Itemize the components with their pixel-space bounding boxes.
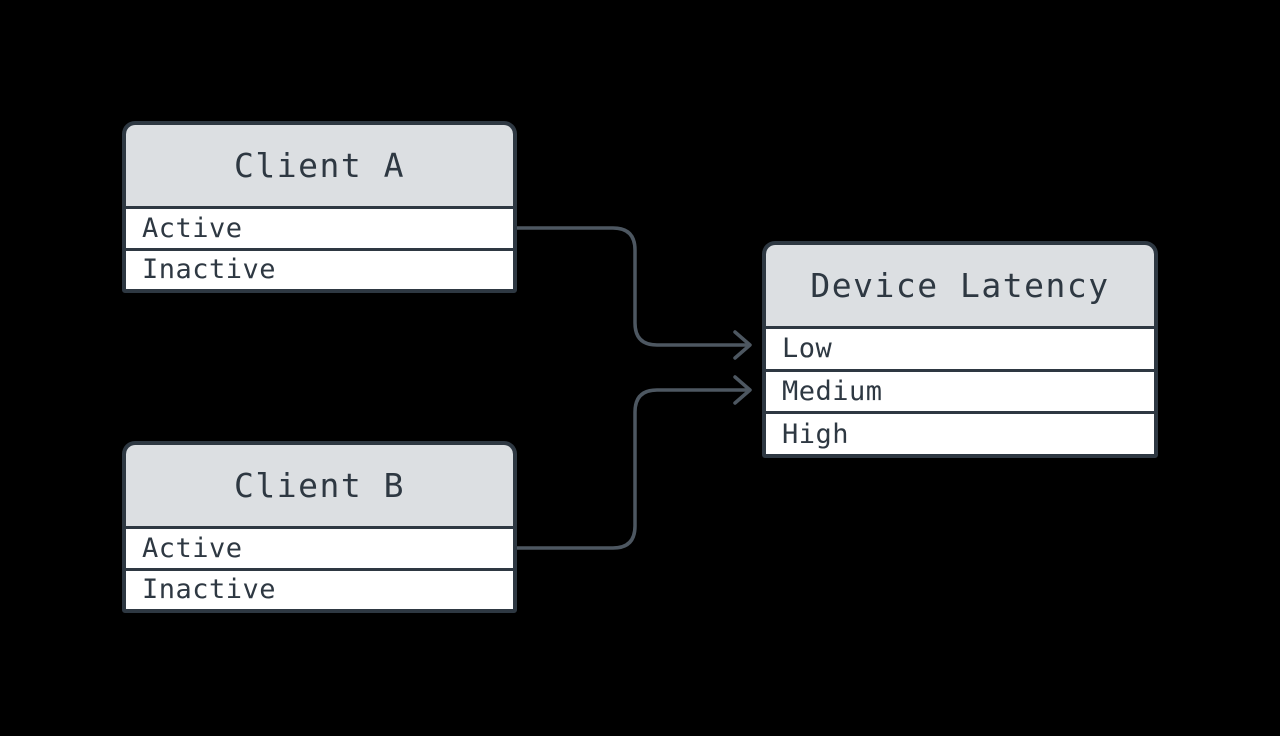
node-client-b: Client B Active Inactive (122, 441, 517, 613)
node-client-a: Client A Active Inactive (122, 121, 517, 293)
node-client-b-row-inactive: Inactive (126, 567, 513, 609)
edge-line (515, 388, 749, 550)
node-device-latency-title: Device Latency (766, 245, 1154, 326)
arrowhead-icon (733, 330, 752, 360)
node-device-latency-row-medium: Medium (766, 368, 1154, 412)
node-client-b-row-active: Active (126, 526, 513, 568)
node-client-a-row-active: Active (126, 206, 513, 248)
node-client-a-title: Client A (126, 125, 513, 206)
node-device-latency-row-low: Low (766, 326, 1154, 369)
arrowhead-icon (733, 375, 752, 405)
edge-clientA-active-to-device-low (515, 226, 752, 360)
node-device-latency-row-high: High (766, 411, 1154, 454)
node-client-b-title: Client B (126, 445, 513, 526)
edge-clientB-active-to-device-medium (515, 375, 752, 550)
node-client-a-row-inactive: Inactive (126, 247, 513, 289)
node-device-latency: Device Latency Low Medium High (762, 241, 1158, 458)
edge-line (515, 226, 749, 347)
